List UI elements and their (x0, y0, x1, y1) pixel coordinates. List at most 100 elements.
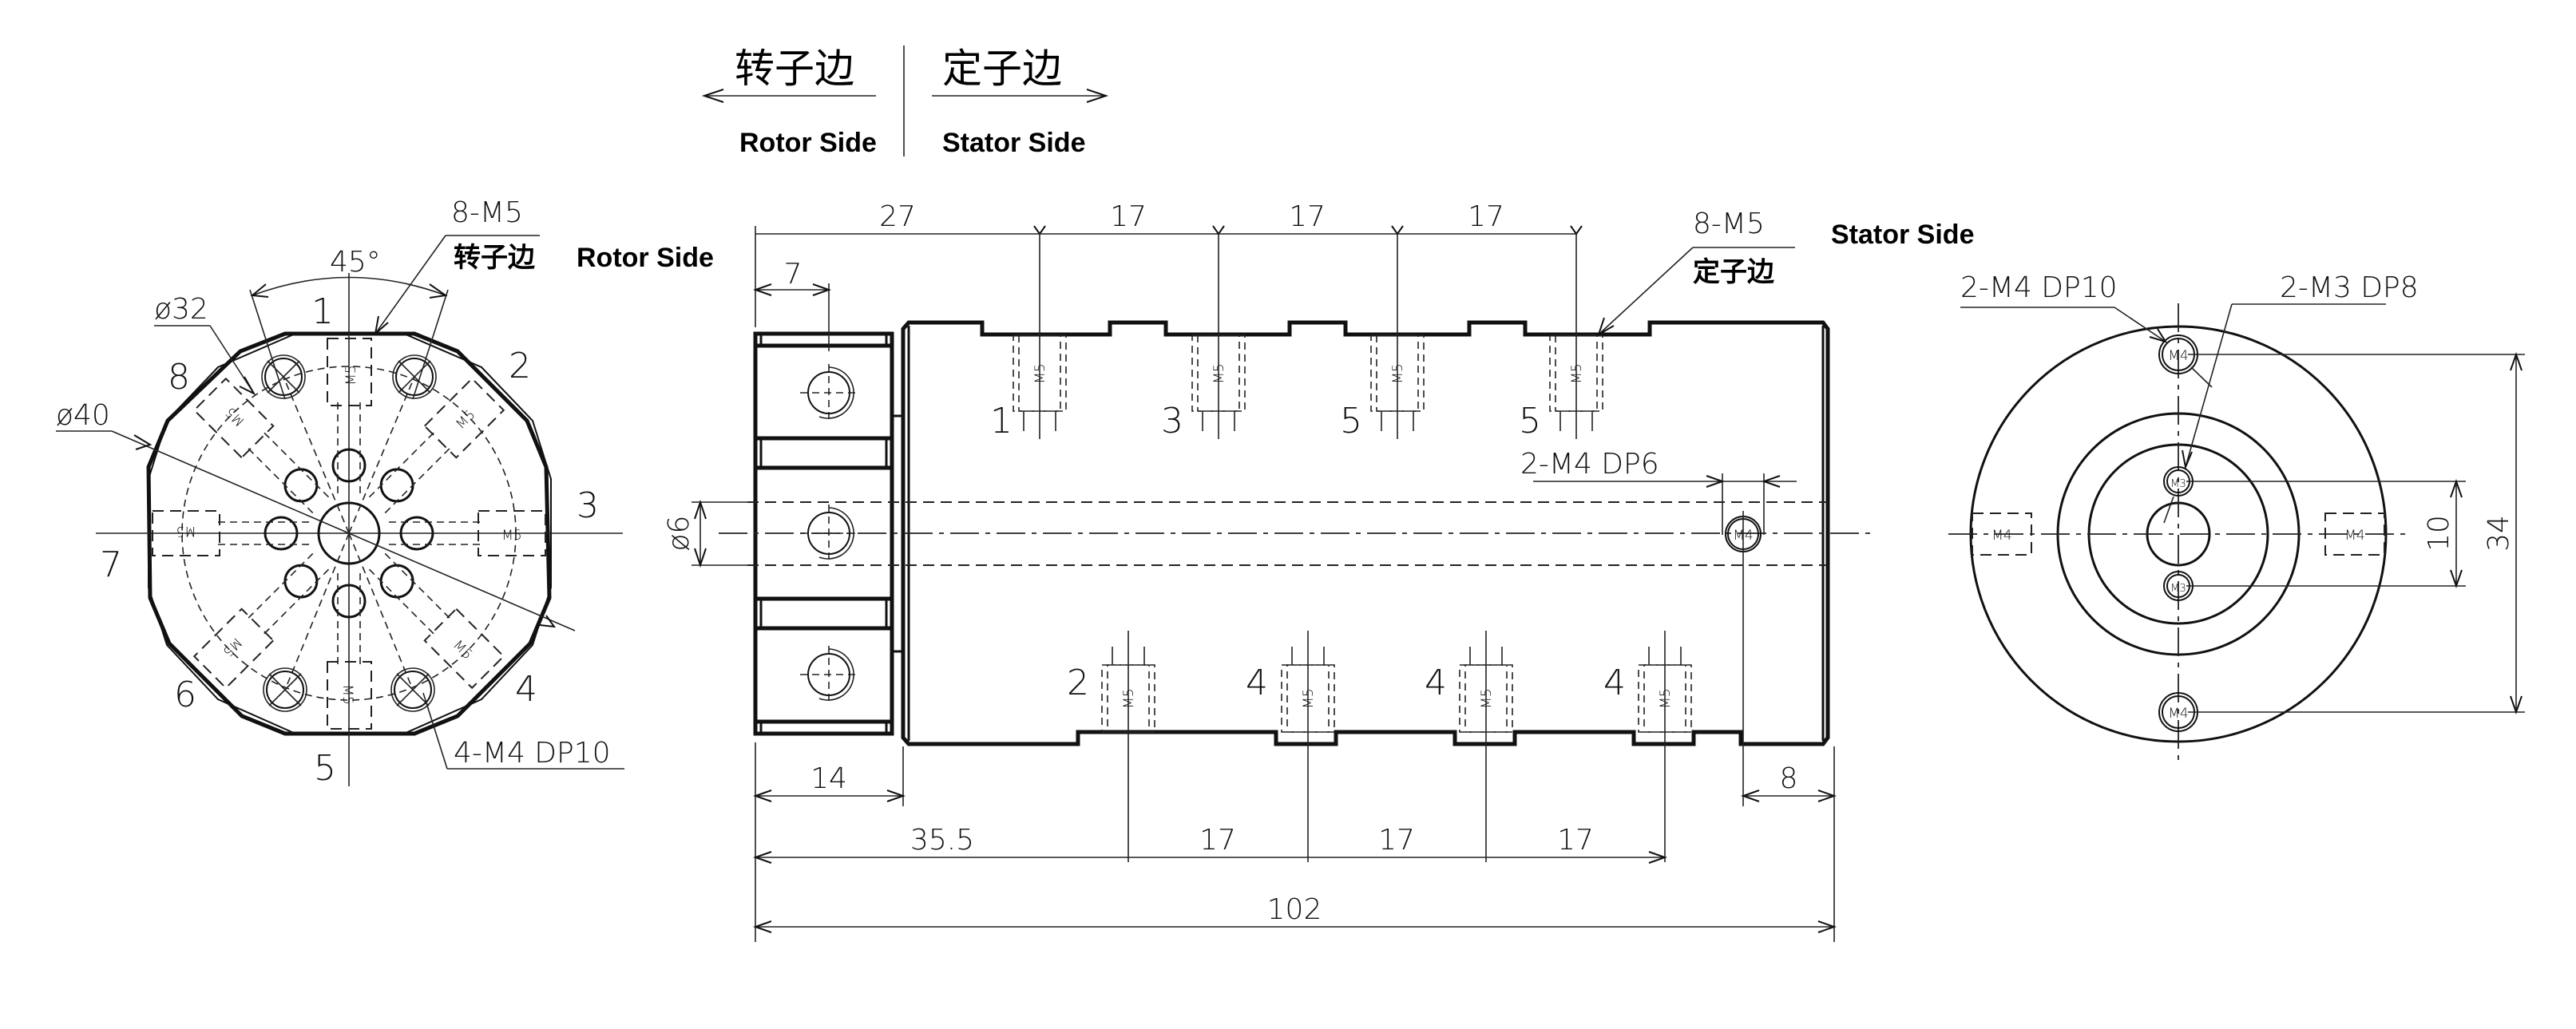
svg-text:M3: M3 (2170, 583, 2186, 595)
dim-angle-45: 45° (249, 246, 449, 400)
flange-hole-thread (818, 648, 854, 701)
port-box-diag-se: M5 (423, 608, 505, 690)
svg-text:M4: M4 (2344, 528, 2364, 544)
stator-callout-cn: 定子边 (1693, 256, 1774, 288)
channel-line (247, 447, 314, 514)
rotor-end-view: M5 M5 M5 M5 M5 M5 M5 M5 (56, 196, 714, 789)
port-number-2: 2 (509, 346, 531, 386)
port-thread-label: M5 (1479, 688, 1495, 708)
rotor-port-callout: 8-M5 转子边 Rotor Side (374, 196, 714, 336)
rotor-direction-arrow (701, 89, 876, 103)
port-thread-label: M5 (176, 523, 196, 539)
top-port: M5 (1013, 225, 1067, 439)
octagon-chamfer-edge (148, 333, 552, 734)
stator-port-callout: 8-M5 定子边 Stator Side (1597, 208, 1974, 337)
dim-overall-length: 102 (752, 893, 1837, 933)
stator-outer-hole-label: 2-M4 DP10 (1960, 271, 2118, 304)
inner-hole (283, 468, 319, 503)
rotor-side-en-heading: Rotor Side (739, 128, 877, 158)
dim-top-17: 17 (1289, 200, 1326, 233)
stator-inner-hole-callout: 2-M3 DP8 (2163, 271, 2419, 524)
port-thread-label: M5 (1121, 688, 1137, 708)
port-box-bottom: M5 (327, 661, 372, 730)
dim-flange-hole-offset: 7 (752, 258, 832, 351)
octagon-outline (146, 331, 552, 736)
channel-line (368, 431, 435, 498)
flange-hole-thread (818, 366, 854, 419)
bottom-dimension-chain: 35.5 17 17 17 (752, 824, 1668, 864)
center-bore (317, 501, 381, 565)
bottom-port: M5 (1281, 631, 1335, 862)
port-thread-label: M5 (1658, 688, 1674, 708)
stator-inner-hole-label: 2-M3 DP8 (2280, 271, 2419, 304)
port-box-diag-ne: M5 (423, 377, 505, 459)
bottom-port-number: 2 (1067, 663, 1089, 703)
flange-hole-thread (818, 507, 854, 560)
port-thread-inner (1464, 664, 1508, 733)
svg-text:M3: M3 (2170, 478, 2186, 490)
bottom-port: M5 (1459, 631, 1513, 862)
mount-hole-thread (392, 354, 437, 399)
dim-10-label: 10 (2423, 515, 2455, 552)
top-port-number: 5 (1340, 401, 1362, 441)
dim-7-label: 7 (784, 258, 803, 291)
inner-hole (379, 564, 414, 599)
radial-port-channels (217, 376, 481, 691)
flange-holes (800, 364, 858, 703)
stator-outer-hole-callout: 2-M4 DP10 (1960, 271, 2213, 388)
port-thread-inner (1107, 664, 1150, 733)
mount-hole-callout: 4-M4 DP10 (422, 692, 624, 770)
stator-side-cn-heading: 定子边 (942, 46, 1062, 92)
port-number-8: 8 (168, 357, 190, 398)
channel-line (263, 568, 330, 635)
side-hole-label: 2-M4 DP6 (1520, 448, 1659, 481)
port-box-left: M5 (152, 510, 220, 556)
rotor-callout-en: Rotor Side (577, 243, 714, 273)
body-outline (901, 320, 1830, 746)
dim-34-label: 34 (2483, 515, 2515, 552)
port-thread-inner (1643, 664, 1686, 733)
channel-line (263, 431, 330, 498)
dim-bottom-17: 17 (1378, 824, 1415, 857)
rotor-thread-label: 8-M5 (451, 196, 523, 229)
port-thread-label: M5 (1569, 363, 1585, 383)
stator-side-thread-right: M4 (2324, 513, 2385, 556)
channel-line (384, 447, 451, 514)
top-port: M5 (1549, 225, 1603, 439)
mount-hole-cross (398, 360, 431, 394)
inner-hole (331, 584, 367, 619)
port-thread-inner (1286, 664, 1330, 733)
rotor-flange (753, 331, 903, 736)
dim-pitch-circle: ø32 (154, 293, 256, 396)
pitch-circle-label: ø32 (154, 293, 208, 326)
direction-header: 转子边 定子边 Rotor Side Stator Side (701, 46, 1109, 158)
dim-102-label: 102 (1267, 893, 1322, 926)
channel-line (384, 552, 451, 619)
svg-text:M5: M5 (223, 404, 248, 429)
mount-hole-thread (390, 667, 435, 712)
dim-bottom-17: 17 (1557, 824, 1594, 857)
bottom-ports: M5 M5 M5 M5 (1101, 631, 1692, 862)
dim-flange-length: 14 (752, 742, 906, 942)
channel-line (368, 568, 435, 635)
dim-shaft-diameter: ø6 (663, 499, 747, 568)
mount-hole (394, 671, 432, 709)
bottom-port: M5 (1101, 631, 1155, 862)
channel-line (247, 552, 314, 619)
port-thread-label: M5 (1211, 363, 1227, 383)
rotor-side-cn-heading: 转子边 (735, 46, 854, 92)
dim-tick (1033, 225, 1046, 235)
top-port: M5 (1370, 225, 1425, 439)
svg-text:M4: M4 (2168, 706, 2188, 722)
stator-direction-arrow (932, 89, 1109, 103)
side-mount-hole: M4 (1725, 511, 1762, 806)
spoke-line (283, 376, 350, 534)
port-box-top: M5 (327, 338, 372, 406)
stator-side-thread-left: M4 (1972, 513, 2032, 556)
inner-hole (283, 564, 319, 599)
port-thread-label: M5 (1032, 363, 1048, 383)
stator-callout-en: Stator Side (1831, 220, 1974, 250)
dim-tick (1391, 225, 1404, 235)
